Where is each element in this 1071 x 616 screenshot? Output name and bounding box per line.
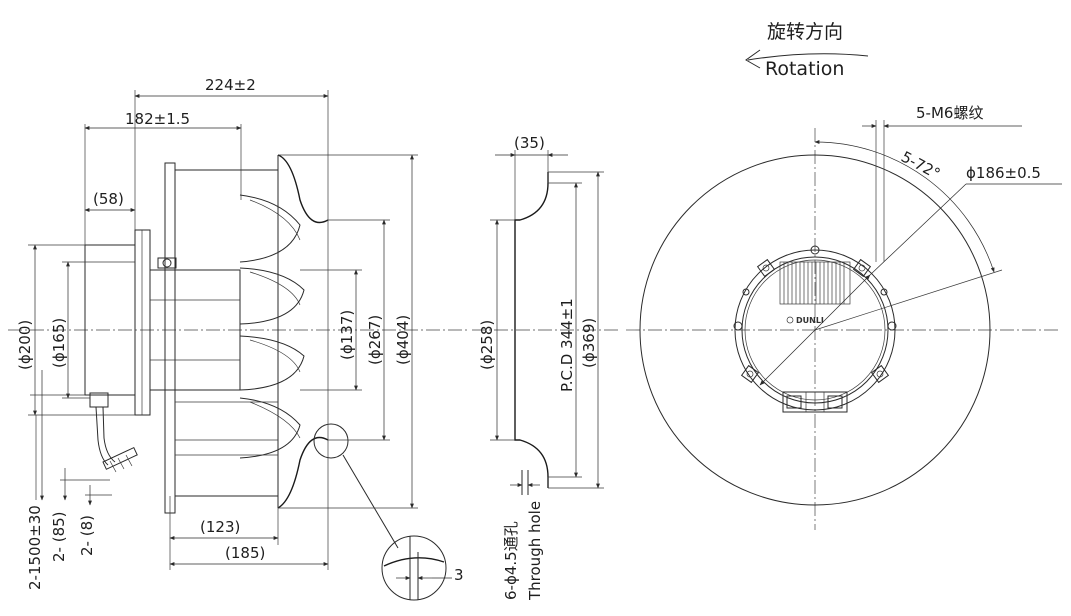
dim-182: 182±1.5 bbox=[125, 110, 190, 128]
dim-123: (123) bbox=[200, 518, 240, 536]
dim-224: 224±2 bbox=[205, 76, 256, 94]
shroud-top bbox=[277, 154, 329, 224]
dim-pcd: P.C.D 344±1 bbox=[558, 298, 576, 392]
dim-phi369: (ϕ369) bbox=[580, 318, 598, 368]
rotation-label-cn: 旋转方向 bbox=[767, 21, 843, 43]
mount-screw bbox=[157, 257, 177, 269]
motor-end-cap bbox=[84, 244, 136, 396]
detail-magnified bbox=[381, 535, 447, 601]
inlet-ring-profile bbox=[514, 172, 549, 488]
holes-label-en: Through hole bbox=[526, 501, 544, 601]
angle-label: 5-72° bbox=[898, 148, 943, 183]
cable-end bbox=[102, 446, 138, 470]
angle-arc bbox=[814, 140, 995, 273]
motor-flange-ring bbox=[134, 229, 151, 416]
impeller-backplate bbox=[164, 162, 176, 514]
cable-85-label: 2- (85) bbox=[50, 511, 68, 562]
front-view: DUNLI ϕ186±0.5 bbox=[626, 104, 1062, 530]
detail-circle bbox=[313, 423, 349, 459]
dim-185: (185) bbox=[225, 544, 265, 562]
connector-block bbox=[782, 391, 848, 413]
rotation-arrow bbox=[747, 53, 869, 61]
detail-dimension-3: 3 bbox=[454, 566, 464, 584]
cable bbox=[95, 406, 109, 466]
rotation-label-en: Rotation bbox=[765, 58, 844, 80]
logo-mark bbox=[786, 316, 794, 324]
holes-label-cn: 6-ϕ4.5通孔 bbox=[502, 521, 520, 600]
side-view: 3 224±2 182±1.5 (58) (ϕ200) (ϕ165) (ϕ137… bbox=[8, 76, 470, 601]
dim-phi404: (ϕ404) bbox=[394, 315, 412, 365]
cable-gland bbox=[89, 392, 109, 408]
dim-58: (58) bbox=[93, 190, 124, 208]
cable-length-label: 2-1500±30 bbox=[26, 505, 44, 590]
cable-8-label: 2- (8) bbox=[78, 515, 96, 556]
dim-phi267: (ϕ267) bbox=[366, 315, 384, 365]
inlet-ring-view: (35) (ϕ258) P.C.D 344±1 (ϕ369) 6-ϕ4.5通孔 … bbox=[472, 134, 620, 601]
dim-35: (35) bbox=[514, 134, 545, 152]
dim-phi137: (ϕ137) bbox=[338, 310, 356, 360]
rotation-indicator: 旋转方向 Rotation bbox=[745, 21, 869, 80]
thread-label: 5-M6螺纹 bbox=[916, 104, 983, 122]
dim-phi258: (ϕ258) bbox=[478, 320, 496, 370]
impeller-blades bbox=[175, 194, 305, 459]
shroud-bottom bbox=[277, 436, 329, 509]
brand-logo: DUNLI bbox=[796, 316, 824, 325]
rotation-arrowhead bbox=[745, 49, 761, 69]
dim-phi200: (ϕ200) bbox=[16, 320, 34, 370]
dim-phi186: ϕ186±0.5 bbox=[966, 164, 1041, 182]
dim-phi165: (ϕ165) bbox=[50, 318, 68, 368]
motor-body bbox=[149, 269, 241, 391]
